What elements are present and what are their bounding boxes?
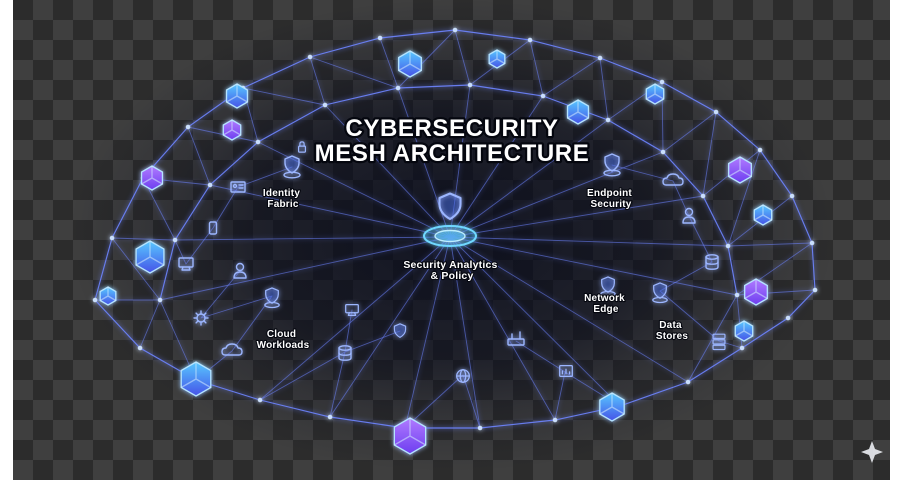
mesh-bottom-arc <box>94 289 816 429</box>
mesh-network <box>92 27 818 454</box>
label-network-edge: Network Edge <box>584 293 628 315</box>
right-white-bar <box>890 0 903 480</box>
hex-node <box>394 418 425 454</box>
sparkle-icon <box>861 441 883 463</box>
person-icon <box>682 207 696 224</box>
central-hub-node <box>423 192 477 247</box>
hex-node <box>181 362 211 396</box>
label-endpoint-security: Endpoint Security <box>587 188 635 210</box>
hex-node <box>735 321 752 341</box>
hex-node <box>223 120 240 140</box>
hex-node <box>227 84 248 108</box>
mesh-hub-spokes <box>159 84 738 429</box>
label-security-analytics: Security Analytics & Policy <box>403 259 500 282</box>
hex-nodes <box>100 50 772 454</box>
shield-icon <box>393 323 407 338</box>
label-cloud-workloads: Cloud Workloads <box>257 329 310 351</box>
hex-node <box>568 100 589 124</box>
node-labels: Identity Fabric Endpoint Security Securi… <box>256 187 690 352</box>
mesh-outer-arc <box>94 29 816 301</box>
hex-node <box>729 157 752 183</box>
shield-icon <box>264 287 280 309</box>
hex-node <box>100 287 116 305</box>
shield-icon <box>652 282 668 304</box>
label-data-stores: Data Stores <box>656 320 689 342</box>
lock-icon <box>298 141 306 153</box>
globe-icon <box>456 369 470 383</box>
hex-node <box>745 279 768 305</box>
hex-node <box>399 51 422 77</box>
hex-node <box>754 205 771 225</box>
hex-node <box>600 393 624 421</box>
hex-node <box>136 241 164 273</box>
title-line-1: CYBERSECURITY <box>345 115 558 142</box>
shield-icon <box>283 155 301 179</box>
hex-node <box>489 50 505 68</box>
hex-node <box>646 84 663 104</box>
title-line-2: MESH ARCHITECTURE <box>315 140 590 167</box>
chart-icon <box>559 364 573 378</box>
label-identity-fabric: Identity Fabric <box>263 188 303 210</box>
cloud-icon <box>221 343 243 356</box>
page-title: CYBERSECURITY MESH ARCHITECTURE <box>312 113 591 170</box>
hex-node <box>142 166 163 190</box>
mesh-misc-links <box>139 164 743 429</box>
left-white-bar <box>0 0 13 480</box>
